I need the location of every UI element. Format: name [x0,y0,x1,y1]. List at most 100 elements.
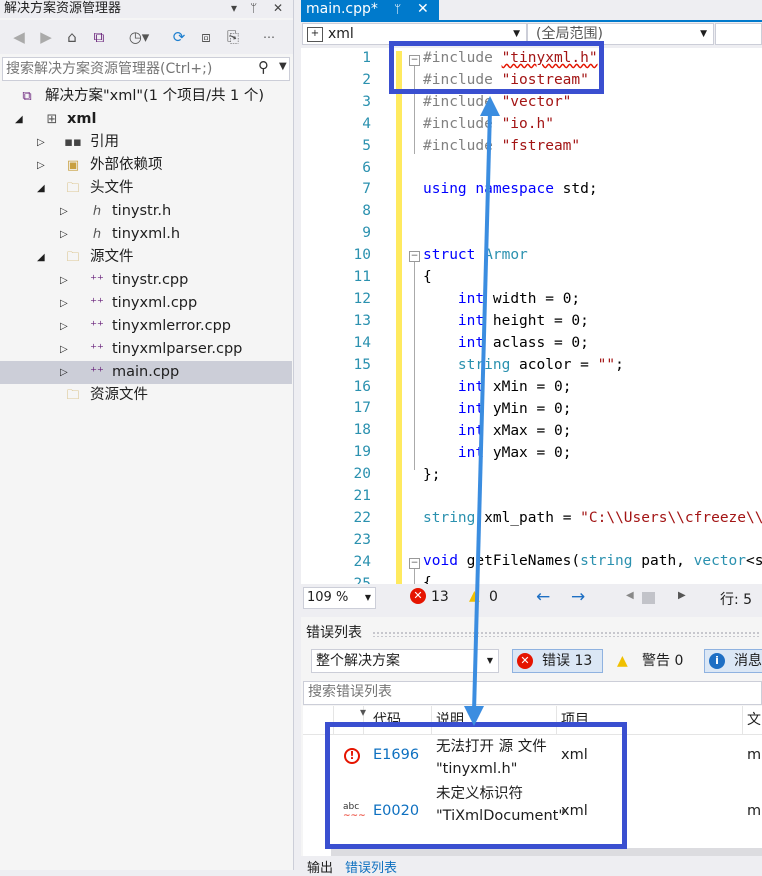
project-dropdown[interactable]: + xml ▼ [302,23,527,45]
tree-item[interactable]: ▷⁺⁺tinyxml.cpp [0,292,292,315]
column-header-file[interactable]: 文 [742,706,762,734]
scrollbar-thumb[interactable] [642,592,655,604]
tree-item-label: tinyxml.cpp [112,295,198,311]
collapsed-arrow-icon[interactable]: ▷ [60,229,68,240]
column-header-filter[interactable] [303,706,334,734]
collapsed-arrow-icon[interactable]: ▷ [60,367,68,378]
error-project: xml [561,747,588,763]
warning-icon[interactable]: ▲ [469,588,480,604]
cpp-project-icon: ⊞ [46,112,58,127]
collapsed-arrow-icon[interactable]: ▷ [37,160,45,171]
collapsed-arrow-icon[interactable]: ▷ [60,344,68,355]
code-line: }; [423,467,441,483]
splitter[interactable] [301,612,762,617]
code-line: using namespace std; [423,181,598,197]
tree-item[interactable]: ◢🗀头文件 [0,177,292,200]
expanded-arrow-icon[interactable]: ◢ [37,183,45,194]
fold-toggle-icon[interactable]: − [409,251,420,262]
scope-dropdown[interactable]: (全局范围) ▼ [527,23,714,45]
solution-explorer-search[interactable]: ⚲ ▼ [2,57,290,81]
collapsed-arrow-icon[interactable]: ▷ [37,137,45,148]
search-input[interactable] [308,684,748,700]
solution-explorer-titlebar: 解决方案资源管理器 ▾ ᛘ ✕ [0,0,293,18]
arrow-right-icon[interactable]: → [571,587,586,607]
show-all-icon[interactable]: ⎘ [226,28,239,46]
tree-item[interactable]: ▷ ⁺⁺ tinyxmlerror.cpp [0,315,292,338]
scroll-left-icon[interactable]: ◀ [626,590,634,601]
tree-item[interactable]: ◢⊞xml [0,108,292,131]
tree-item[interactable]: 🗀资源文件 [0,384,292,407]
solution-explorer-panel [0,0,294,870]
search-input[interactable] [6,60,246,78]
vs-icon[interactable]: ⧉ [93,28,105,46]
close-icon[interactable]: ✕ [417,1,429,17]
forward-icon[interactable]: ▶ [40,28,52,46]
pin-icon[interactable]: ᛘ [250,1,258,15]
line-number: 12 [353,290,371,307]
expanded-arrow-icon[interactable]: ◢ [37,252,45,263]
arrow-left-icon[interactable]: ← [536,587,551,607]
line-number: 6 [362,159,371,176]
scope-dropdown[interactable]: 整个解决方案 ▼ [311,649,499,673]
zoom-dropdown[interactable]: 109 % ▼ [303,587,376,609]
tab-error-list[interactable]: 错误列表 [345,861,398,876]
tree-item[interactable]: ▷⁺⁺tinystr.cpp [0,269,292,292]
dropdown-icon[interactable]: ▾ [231,1,238,15]
member-dropdown[interactable] [715,23,762,45]
cpp-file-icon: ⁺⁺ [90,319,104,334]
line-number: 3 [362,93,371,110]
back-icon[interactable]: ◀ [13,28,25,46]
collapsed-arrow-icon[interactable]: ▷ [60,206,68,217]
fold-toggle-icon[interactable]: − [409,55,420,66]
expanded-arrow-icon[interactable]: ◢ [15,114,23,125]
tree-item[interactable]: ▷▣外部依赖项 [0,154,292,177]
scroll-right-icon[interactable]: ▶ [678,590,686,601]
tree-item[interactable]: ◢🗀源文件 [0,246,292,269]
warnings-filter-button[interactable]: ▲ 警告 0 [610,649,698,673]
fold-toggle-icon[interactable]: − [409,558,420,569]
error-list-search[interactable] [303,681,762,705]
folder-icon: 🗀 [66,181,80,196]
close-icon[interactable]: ✕ [273,1,284,15]
sync-icon[interactable]: ⟳ [172,28,186,46]
collapse-icon[interactable]: ⧈ [201,28,211,46]
line-number: 15 [353,356,371,373]
search-icon[interactable]: ⚲ [258,58,269,76]
errors-filter-button[interactable]: ✕ 错误 13 [512,649,603,673]
collapsed-arrow-icon[interactable]: ▷ [60,275,68,286]
error-icon[interactable]: ✕ [410,588,426,604]
table-row[interactable]: ! E1696 无法打开 源 文件 "tinyxml.h" xml m [303,735,762,783]
code-line: int width = 0; [457,291,581,307]
tree-item-label: tinystr.cpp [112,272,189,288]
tree-item-label: tinyxmlerror.cpp [112,318,231,334]
line-number: 20 [353,466,371,483]
error-code[interactable]: E1696 [373,747,420,763]
error-code[interactable]: E0020 [373,803,420,819]
code-line: string xml_path = "C:\\Users\\cfreeze\\ [423,510,762,526]
error-icon: ✕ [517,653,533,669]
filter-icon[interactable]: ▾ [360,705,367,719]
tree-item[interactable]: ▷⁺⁺main.cpp [0,361,292,384]
collapsed-arrow-icon[interactable]: ▷ [60,298,68,309]
messages-filter-button[interactable]: i 消息 [704,649,762,673]
tree-item[interactable]: ⧉解决方案"xml"(1 个项目/共 1 个) [0,85,292,108]
pin-icon[interactable]: ᛘ [394,2,402,16]
tab-main-cpp[interactable]: main.cpp* ᛘ ✕ [301,0,439,20]
horizontal-scrollbar[interactable] [331,848,762,856]
more-icon[interactable]: ⋯ [263,30,275,44]
history-icon[interactable]: ◷▾ [128,28,150,46]
collapsed-arrow-icon[interactable]: ▷ [60,321,68,332]
tree-item[interactable]: ▷▪▪引用 [0,131,292,154]
home-icon[interactable]: ⌂ [67,28,77,46]
error-count[interactable]: 13 [431,589,449,605]
table-row[interactable]: abc~~~ E0020 未定义标识符 "TiXmlDocument" xml … [303,783,762,851]
column-header-icon[interactable]: ▾ [333,705,366,734]
tab-output[interactable]: 输出 [307,861,334,876]
tab-underline [301,20,762,22]
warning-count[interactable]: 0 [489,589,498,605]
chevron-down-icon[interactable]: ▼ [279,61,287,72]
tree-item[interactable]: ▷⁺⁺tinyxmlparser.cpp [0,338,292,361]
